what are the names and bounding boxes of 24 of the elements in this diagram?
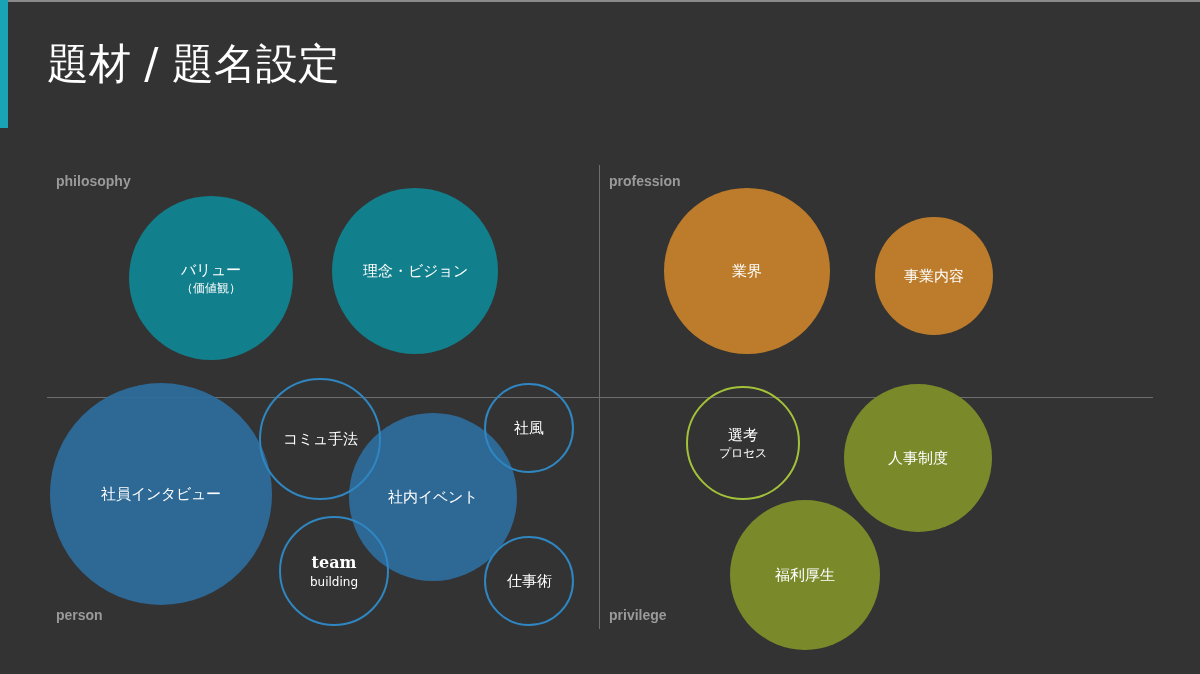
bubble-label: プロセス xyxy=(719,445,767,462)
bubble-label: 理念・ビジョン xyxy=(362,260,468,282)
bubble-label: （価値観） xyxy=(181,280,241,297)
bubble-label: building xyxy=(309,573,359,590)
quadrant-label: privilege xyxy=(609,607,667,623)
bubble-label: 選考 xyxy=(728,424,758,446)
bubble-label: 福利厚生 xyxy=(775,564,835,586)
bubble-label: コミュ手法 xyxy=(282,428,358,450)
bubble-label: 業界 xyxy=(732,260,762,282)
bubble-label: 事業内容 xyxy=(904,265,964,287)
quadrant-label: person xyxy=(56,607,103,623)
topic-bubble xyxy=(484,536,574,626)
topic-bubble xyxy=(686,386,800,500)
bubble-label: 社内イベント xyxy=(388,486,478,508)
bubble-label: バリュー xyxy=(181,259,241,281)
quadrant-label: profession xyxy=(609,173,681,189)
bubble-label: 社員インタビュー xyxy=(101,483,221,505)
bubble-label: 人事制度 xyxy=(888,447,948,469)
bubble-label: team xyxy=(311,552,357,574)
topic-bubble xyxy=(279,516,389,626)
bubble-label: 社風 xyxy=(514,417,544,439)
quadrant-label: philosophy xyxy=(56,173,131,189)
title: 題材 / 題名設定 xyxy=(47,38,340,90)
bubble-label: 仕事術 xyxy=(506,570,552,592)
